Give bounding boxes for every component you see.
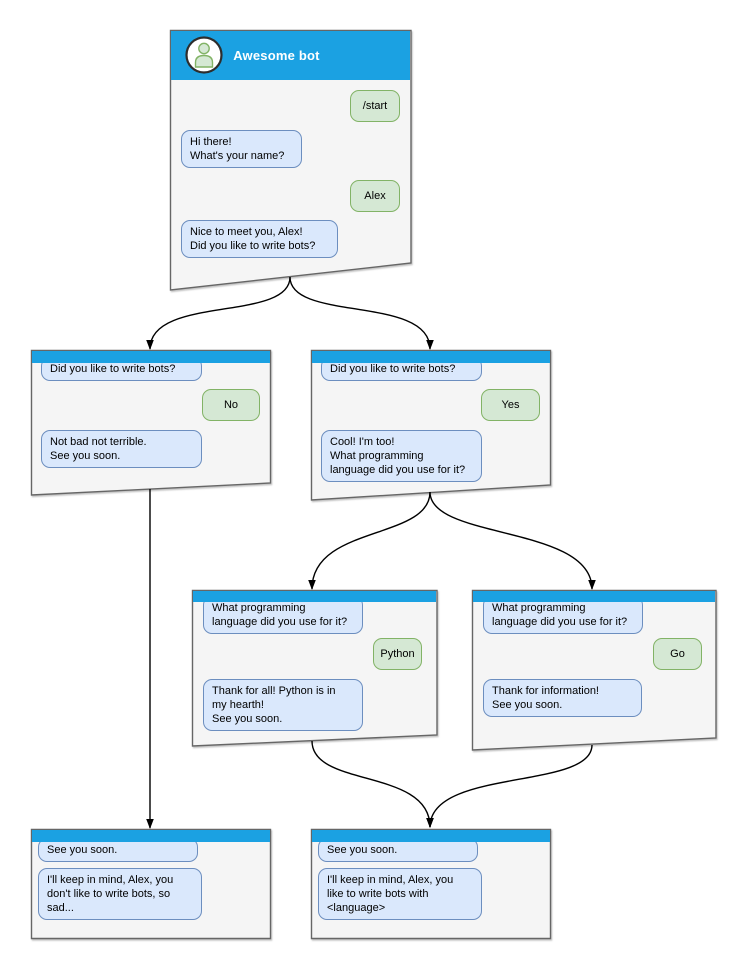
bot-message-bubble: Not bad not terrible. See you soon.	[41, 430, 202, 468]
window-title: Awesome bot	[233, 47, 320, 63]
bot-message-bubble: Hi there! What's your name?	[181, 130, 302, 168]
window-titlebar-branch-no	[32, 351, 270, 364]
user-message-bubble: Yes	[481, 389, 540, 421]
bot-message-bubble: Cool! I'm too! What programming language…	[321, 430, 482, 482]
window-titlebar-end-language	[312, 830, 550, 843]
connector-go-to-end	[426, 744, 593, 828]
connector-python-to-end	[311, 740, 434, 828]
user-message-bubble: Python	[373, 638, 422, 670]
bot-message-bubble: I'll keep in mind, Alex, you don't like …	[38, 868, 202, 920]
user-message-bubble: Go	[653, 638, 702, 670]
window-titlebar-root: Awesome bot	[171, 31, 410, 80]
bot-message-bubble: What programming language did you use fo…	[483, 596, 643, 634]
bot-message-bubble: Thank for all! Python is in my hearth! S…	[203, 679, 363, 731]
user-message-bubble: No	[202, 389, 260, 421]
window-titlebar-end-no	[32, 830, 270, 843]
user-icon	[194, 43, 214, 69]
connector-yes-to-go	[429, 491, 596, 590]
bot-message-bubble: Thank for information! See you soon.	[483, 679, 642, 717]
bot-message-bubble: Nice to meet you, Alex! Did you like to …	[181, 220, 338, 258]
window-titlebar-branch-yes	[312, 351, 550, 364]
user-message-bubble: Alex	[350, 180, 400, 212]
connector-root-to-no	[146, 276, 291, 350]
window-titlebar-branch-go	[473, 591, 716, 603]
bot-avatar	[185, 36, 223, 75]
bot-message-bubble: What programming language did you use fo…	[203, 596, 363, 634]
user-message-bubble: /start	[350, 90, 400, 122]
connector-root-to-yes	[289, 276, 434, 350]
window-titlebar-branch-python	[193, 591, 437, 603]
connector-yes-to-python	[308, 491, 431, 590]
bot-message-bubble: I'll keep in mind, Alex, you like to wri…	[318, 868, 482, 920]
